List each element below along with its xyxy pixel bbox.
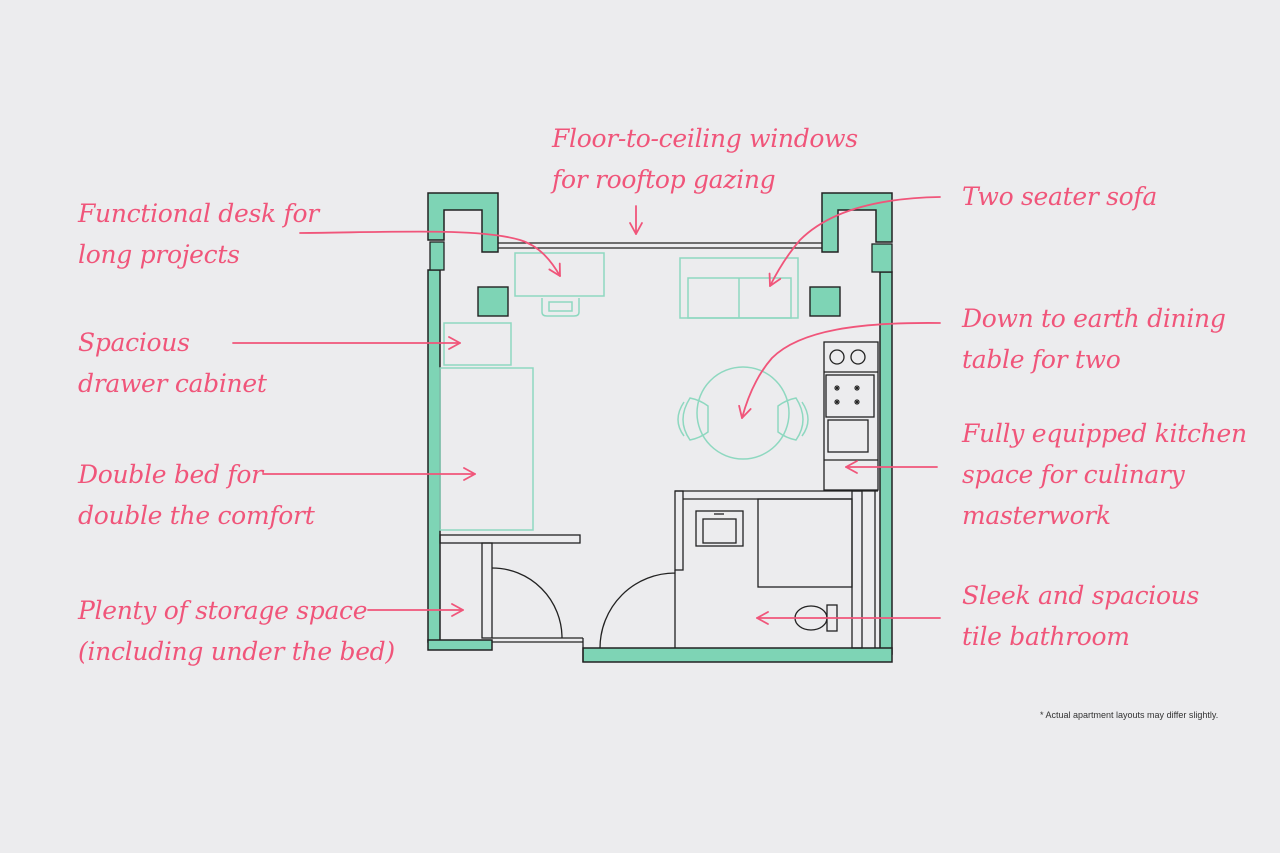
label-dining: Down to earth dining table for two (962, 298, 1226, 380)
entrance (439, 534, 584, 662)
entrance-door (491, 567, 563, 639)
dining-table (696, 366, 790, 460)
label-cabinet: Spacious drawer cabinet (78, 322, 267, 404)
wall-bottom-left (427, 639, 493, 651)
bathroom-door (599, 570, 676, 649)
label-bathroom: Sleek and spacious tile bathroom (962, 575, 1199, 657)
desk (514, 252, 605, 297)
label-sofa: Two seater sofa (962, 176, 1157, 217)
wall-top-left-corner (427, 192, 499, 253)
wall-top-right-corner (821, 192, 893, 253)
footnote: * Actual apartment layouts may differ sl… (1040, 710, 1219, 720)
label-storage: Plenty of storage space (including under… (78, 590, 395, 672)
label-bathroom-line1: Sleek and spacious (962, 581, 1200, 610)
kitchen (823, 341, 879, 491)
wall-jamb (429, 241, 445, 271)
label-storage-line1: Plenty of storage space (78, 596, 368, 625)
label-storage-line2: (including under the bed) (78, 637, 395, 666)
label-sofa-line1: Two seater sofa (962, 182, 1157, 211)
label-kitchen-line1: Fully equipped kitchen (962, 419, 1247, 448)
window (498, 242, 822, 249)
label-bed-line2: double the comfort (78, 501, 315, 530)
label-bed-line1: Double bed for (78, 460, 263, 489)
wall-jamb-right (871, 243, 893, 273)
column-right (809, 286, 841, 317)
dining-chair-left (682, 397, 709, 441)
column-left (477, 286, 509, 317)
furniture (439, 252, 809, 531)
label-dining-line2: table for two (962, 345, 1121, 374)
label-cabinet-line1: Spacious (78, 328, 190, 357)
wall-right (879, 271, 893, 655)
label-bathroom-line2: tile bathroom (962, 622, 1130, 651)
label-windows-line1: Floor-to-ceiling windows (552, 124, 858, 153)
bathroom (599, 490, 878, 649)
label-kitchen: Fully equipped kitchen space for culinar… (962, 413, 1247, 536)
label-windows-line2: for rooftop gazing (552, 165, 776, 194)
drawer-cabinet (443, 322, 512, 366)
shower (757, 498, 853, 588)
label-kitchen-line2: space for culinary (962, 460, 1185, 489)
label-desk-line2: long projects (78, 240, 240, 269)
dining-chair-right (777, 397, 804, 441)
label-dining-line1: Down to earth dining (962, 304, 1226, 333)
arrow-sofa (768, 196, 941, 287)
label-bed: Double bed for double the comfort (78, 454, 315, 536)
desk-chair (541, 298, 580, 317)
arrow-dining (738, 322, 941, 419)
basin (695, 510, 744, 547)
double-bed (439, 367, 534, 531)
label-desk-line1: Functional desk for (78, 199, 319, 228)
arrow-desk (299, 230, 561, 277)
label-cabinet-line2: drawer cabinet (78, 369, 267, 398)
walls (427, 192, 893, 663)
wall-bottom (582, 647, 893, 663)
label-windows: Floor-to-ceiling windows for rooftop gaz… (552, 118, 858, 200)
wall-left (427, 269, 441, 643)
annotation-arrows (232, 196, 941, 625)
label-kitchen-line3: masterwork (962, 501, 1111, 530)
label-desk: Functional desk for long projects (78, 193, 319, 275)
